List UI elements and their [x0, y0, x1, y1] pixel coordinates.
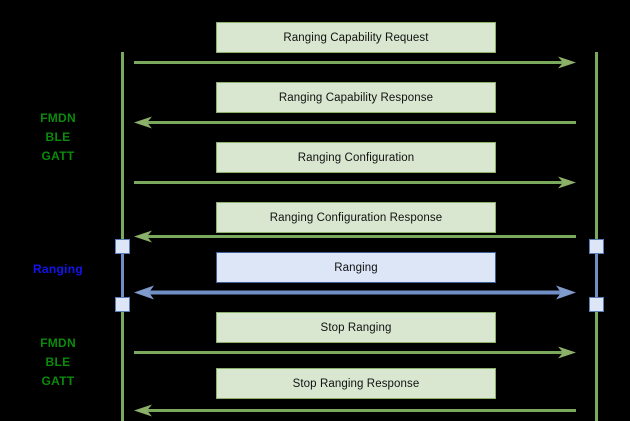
phase-label-line: GATT [41, 149, 75, 163]
message-label: Ranging [334, 261, 378, 274]
message-arrow-bidirectional [134, 285, 576, 300]
phase-label-line: FMDN [40, 111, 76, 125]
message-arrow-right [134, 176, 576, 189]
message-arrow-left [134, 404, 576, 417]
phase-label-line: BLE [45, 130, 71, 144]
message-box-stop-ranging-response: Stop Ranging Response [216, 368, 496, 399]
message-arrow-left [134, 116, 576, 129]
message-arrow-right [134, 56, 576, 69]
message-label: Stop Ranging [320, 321, 392, 334]
message-label: Ranging Capability Request [283, 31, 429, 44]
message-box-ranging-capability-response: Ranging Capability Response [216, 82, 496, 113]
message-box-ranging-configuration-response: Ranging Configuration Response [216, 202, 496, 233]
lifeline-left-upper [121, 52, 124, 240]
message-label: Ranging Configuration [297, 151, 415, 164]
phase-label-ranging: Ranging [10, 260, 106, 279]
phase-label-line: GATT [41, 374, 75, 388]
activation-box-left-start [115, 239, 130, 254]
phase-label-fmdn-top: FMDN BLE GATT [10, 109, 106, 166]
lifeline-right-ranging [595, 247, 598, 305]
phase-label-line: BLE [45, 355, 71, 369]
message-label: Ranging Capability Response [278, 91, 434, 104]
activation-box-left-end [115, 297, 130, 312]
message-box-ranging-capability-request: Ranging Capability Request [216, 22, 496, 53]
phase-label-fmdn-bottom: FMDN BLE GATT [10, 334, 106, 391]
lifeline-left-ranging [121, 247, 124, 305]
phase-label-line: Ranging [32, 262, 84, 276]
lifeline-left-lower [121, 311, 124, 421]
message-arrow-right [134, 346, 576, 359]
message-label: Ranging Configuration Response [269, 211, 443, 224]
message-label: Stop Ranging Response [292, 377, 420, 390]
activation-box-right-start [589, 239, 604, 254]
lifeline-right-lower [595, 311, 598, 421]
message-box-ranging: Ranging [216, 252, 496, 283]
message-box-ranging-configuration: Ranging Configuration [216, 142, 496, 173]
lifeline-right-upper [595, 52, 598, 240]
phase-label-line: FMDN [40, 336, 76, 350]
message-arrow-left [134, 230, 576, 243]
message-box-stop-ranging: Stop Ranging [216, 312, 496, 343]
activation-box-right-end [589, 297, 604, 312]
